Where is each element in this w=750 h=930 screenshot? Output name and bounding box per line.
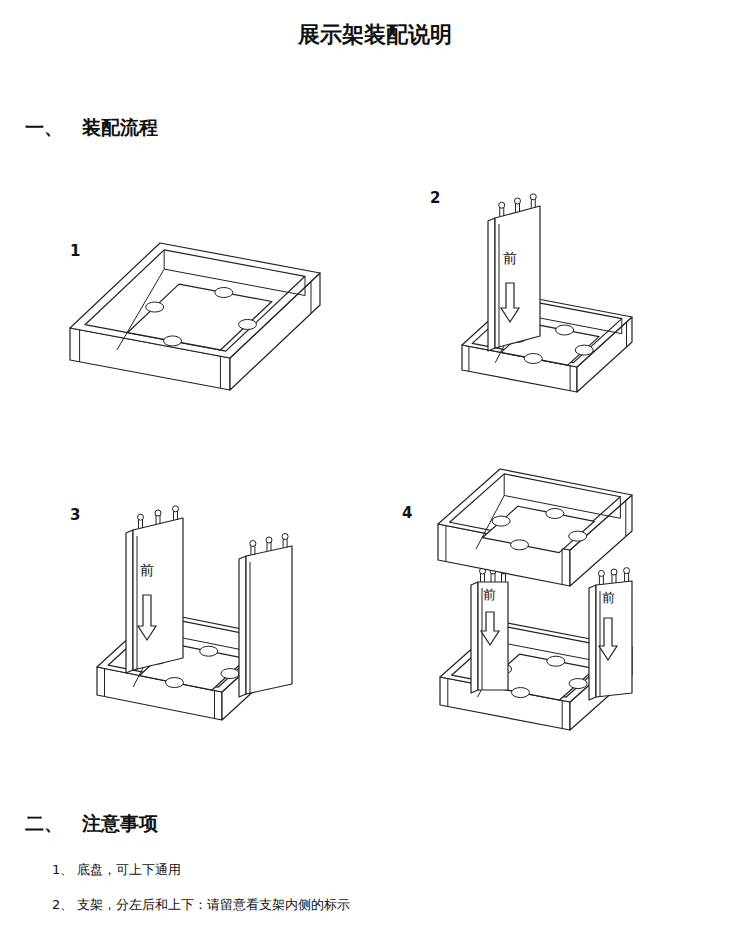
corner-groove: [104, 669, 105, 697]
corner-groove: [311, 282, 312, 314]
panel-rib: [600, 591, 601, 697]
section-number: 一、: [25, 116, 63, 139]
note-text: 1、 底盘，可上下通用: [52, 862, 181, 878]
corner-groove: [447, 679, 448, 707]
corner-groove: [562, 701, 563, 729]
corner-groove: [214, 691, 215, 719]
recess-notch: [164, 336, 182, 346]
panel-edge: [126, 530, 133, 673]
panel-rib: [482, 588, 483, 690]
recess-notch: [511, 540, 529, 550]
recess-notch: [221, 669, 239, 679]
note-text: 2、 支架，分左后和上下：请留意看支架内侧的标示: [52, 897, 350, 913]
support-panel: [471, 568, 508, 693]
section-heading: 注意事项: [82, 812, 158, 835]
panel-edge: [471, 582, 478, 693]
direction-arrow: [599, 618, 617, 660]
panel-face: [596, 581, 632, 697]
recess-notch: [512, 688, 530, 698]
direction-arrow: [481, 612, 499, 645]
panel-edge: [488, 218, 495, 351]
panel-face: [478, 582, 508, 690]
peg-head: [155, 510, 161, 516]
direction-arrow: [501, 283, 519, 322]
recess-notch: [556, 325, 574, 335]
recess-notch: [200, 646, 218, 656]
peg-head: [611, 569, 617, 575]
peg-head: [598, 570, 604, 576]
tray: [70, 243, 320, 390]
panel-face: [495, 206, 540, 348]
peg-head: [499, 202, 505, 208]
panel-rib: [499, 224, 500, 348]
recess-notch: [239, 319, 257, 329]
recess-notch: [492, 516, 510, 526]
panel-edge: [239, 556, 246, 697]
tray-recess: [483, 506, 595, 552]
recess-notch: [146, 302, 164, 312]
corner-groove: [79, 330, 80, 362]
panel-rib: [137, 536, 138, 670]
section-number: 二、: [25, 812, 63, 835]
recess-notch: [569, 531, 587, 541]
panel-mark: 前: [503, 250, 517, 267]
callout-number: 2: [430, 189, 440, 207]
peg-head: [515, 198, 521, 204]
recess-notch: [569, 679, 587, 689]
tray-inner-wall: [504, 474, 505, 496]
panel-edge: [589, 585, 596, 700]
panel-mark: 前: [140, 562, 154, 579]
page-title: 展示架装配说明: [298, 22, 452, 48]
peg-head: [282, 534, 288, 540]
section-heading: 装配流程: [82, 116, 158, 139]
corner-groove: [625, 501, 626, 537]
peg-head: [624, 568, 630, 574]
recess-notch: [575, 345, 593, 355]
recess-notch: [215, 288, 233, 298]
peg-head: [250, 541, 256, 547]
support-panel: [589, 568, 632, 700]
support-panel: [126, 506, 183, 673]
corner-groove: [570, 366, 571, 391]
recess-notch: [547, 656, 565, 666]
callout-number: 4: [402, 504, 412, 522]
panel-mark: 前: [483, 587, 496, 603]
tray: [438, 469, 632, 586]
corner-groove: [468, 346, 469, 371]
corner-groove: [562, 548, 563, 584]
peg-head: [173, 506, 179, 512]
tray-opening: [85, 250, 305, 351]
panel-rib: [250, 562, 251, 694]
callout-number: 1: [70, 242, 80, 260]
peg-head: [530, 194, 536, 200]
callout-number: 3: [70, 506, 80, 524]
peg-head: [266, 537, 272, 543]
corner-groove: [220, 356, 221, 388]
recess-notch: [166, 678, 184, 688]
tray-recess: [128, 284, 272, 350]
recess-notch: [546, 509, 564, 519]
panel-face: [246, 546, 292, 694]
support-panel: [239, 534, 292, 698]
tray-top: [70, 243, 320, 358]
recess-notch: [524, 354, 542, 364]
tray-floor-edge: [117, 269, 305, 350]
peg-head: [138, 514, 144, 520]
corner-groove: [626, 322, 627, 347]
corner-groove: [445, 526, 446, 562]
panel-face: [133, 518, 183, 670]
support-panel: [488, 194, 540, 351]
panel-mark: 前: [602, 590, 615, 606]
direction-arrow: [138, 595, 156, 640]
tray-inner-wall: [164, 250, 165, 269]
